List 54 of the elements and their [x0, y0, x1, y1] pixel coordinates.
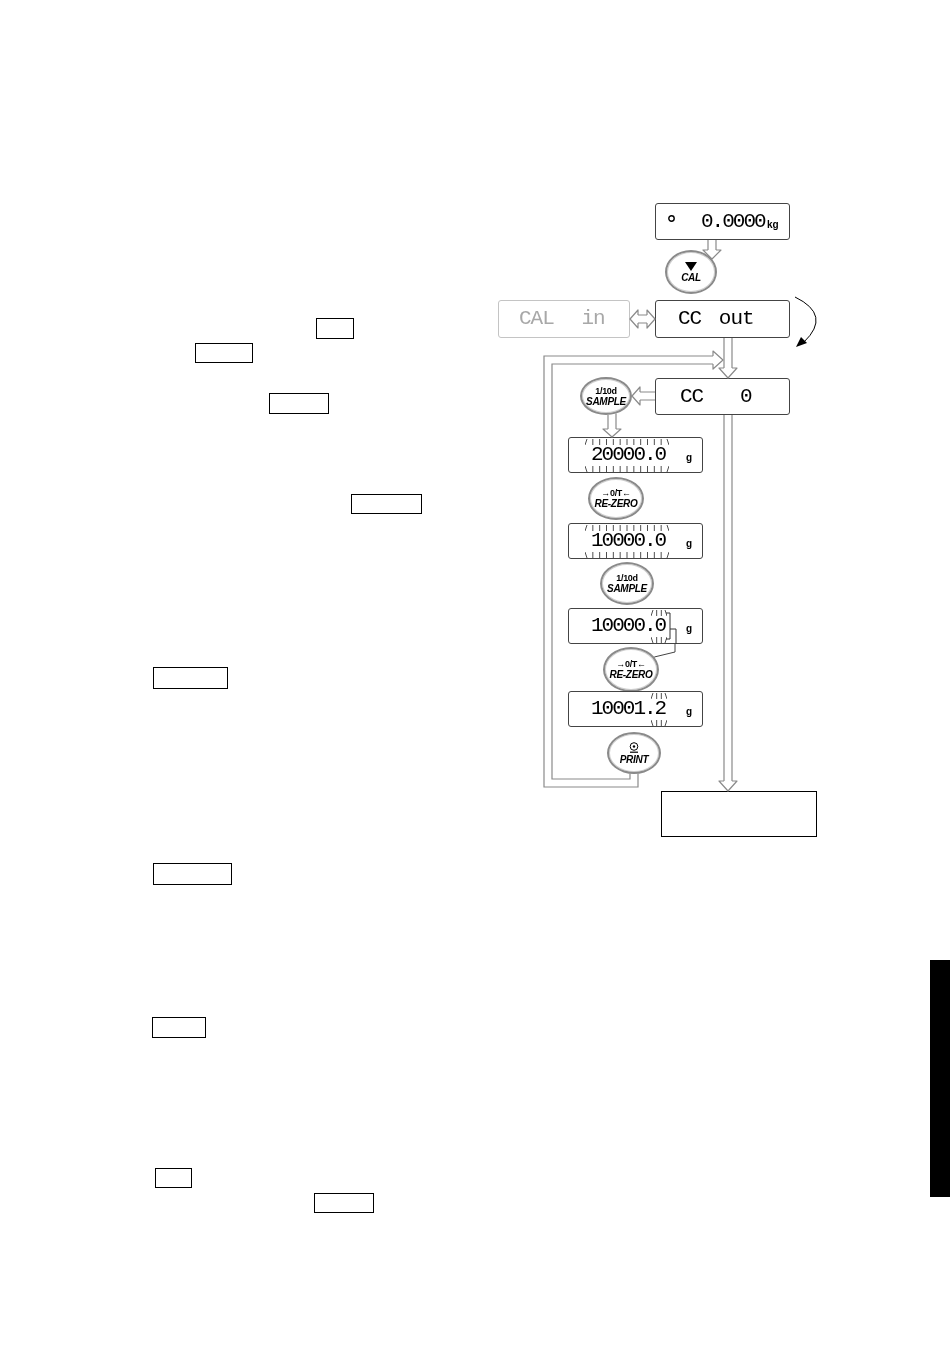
display-reading: 20000.0: [591, 445, 666, 465]
hollow-arrow: [631, 386, 656, 406]
outlined-box: [316, 318, 354, 339]
display-reading: 0.0000: [701, 212, 765, 232]
outlined-box: [195, 343, 253, 363]
unit-label: kg: [767, 219, 779, 230]
outlined-box: [152, 1017, 206, 1038]
outlined-box: [153, 667, 228, 689]
lcd-display: [568, 437, 703, 473]
hollow-arrow: [718, 414, 738, 792]
key-label: SAMPLE: [607, 583, 647, 594]
hollow-arrow: [602, 412, 622, 438]
unit-label: g: [686, 706, 693, 717]
lcd-display: [655, 300, 790, 338]
display-reading: CAL in: [519, 309, 605, 329]
outlined-box: [314, 1193, 374, 1213]
oval-key: [580, 377, 632, 415]
outlined-box: [153, 863, 232, 885]
key-label: SAMPLE: [586, 395, 626, 407]
display-reading: CC: [680, 387, 704, 407]
lcd-display: [655, 378, 790, 415]
unit-label: g: [686, 623, 693, 634]
dimmed-lcd-display: [498, 300, 630, 338]
key-label: 1/10d: [616, 573, 638, 583]
double-hollow-arrow: [629, 309, 656, 329]
key-label: RE-ZERO: [609, 669, 653, 680]
hollow-arrow: [702, 239, 722, 260]
lcd-display: [568, 608, 703, 644]
outlined-box: [269, 393, 329, 414]
oval-key: [607, 732, 661, 774]
lcd-display: [655, 203, 790, 240]
oval-key: [603, 647, 659, 692]
display-reading: 10000.0: [591, 531, 666, 551]
leader-line: [653, 643, 676, 658]
outlined-box: [155, 1168, 192, 1188]
unit-label: g: [686, 538, 693, 549]
outlined-box: [661, 791, 817, 837]
key-label: CAL: [681, 271, 701, 283]
key-label: RE-ZERO: [594, 498, 638, 509]
lcd-display: [568, 523, 703, 559]
lcd-display: [568, 691, 703, 727]
oval-key: [665, 250, 717, 294]
key-label: PRINT: [619, 753, 649, 765]
oval-key: [588, 477, 644, 520]
key-label: 1/10d: [595, 385, 617, 396]
oval-key: [600, 562, 654, 605]
unit-label: g: [686, 452, 693, 463]
display-reading: 0: [740, 387, 751, 407]
display-reading: 10000.0: [591, 616, 666, 636]
key-label: →0/T←: [601, 488, 631, 498]
display-reading: CC out: [678, 309, 754, 329]
display-reading: 10001.2: [591, 699, 666, 719]
outlined-box: [351, 494, 422, 514]
key-label: →0/T←: [616, 659, 646, 669]
